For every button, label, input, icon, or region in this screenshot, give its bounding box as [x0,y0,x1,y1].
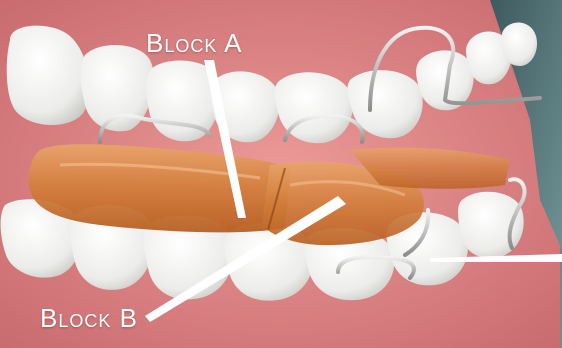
block-b-label: Block B [40,303,138,334]
block-a-label: Block A [146,28,243,59]
